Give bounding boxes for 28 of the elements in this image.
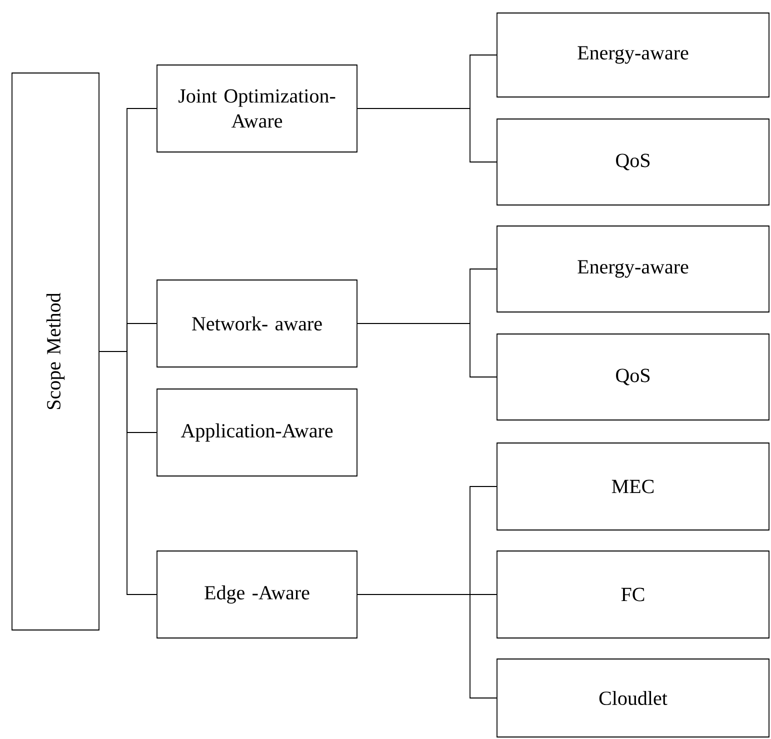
box: [496, 226, 770, 312]
node-label: QoS: [616, 368, 650, 386]
node-label: Energy-aware: [578, 260, 688, 278]
node-label: QoS: [616, 154, 650, 170]
connector: [357, 594, 497, 698]
node-label: Scope Method: [46, 292, 65, 410]
box: [156, 64, 358, 152]
node-label: Application-Aware: [180, 423, 333, 442]
box: [496, 12, 770, 98]
node-label: FC: [621, 588, 644, 602]
box: [496, 550, 770, 638]
box: [156, 388, 358, 476]
node-label: MEC: [612, 480, 654, 494]
box: [496, 442, 770, 530]
node-label: Cloudlet: [599, 690, 668, 706]
box: [496, 658, 770, 738]
connector: [99, 351, 157, 595]
box: [12, 72, 100, 630]
node-label: Edge -Aware: [204, 585, 310, 604]
box: [496, 118, 770, 206]
node-label: Energy-aware: [578, 46, 688, 64]
node-label: Joint Optimization-Aware: [178, 89, 336, 128]
box: [156, 280, 358, 368]
connector: [357, 323, 497, 378]
box: [496, 334, 770, 420]
box: [156, 550, 358, 638]
node-label: Network- aware: [192, 316, 322, 331]
connector: [357, 108, 497, 162]
